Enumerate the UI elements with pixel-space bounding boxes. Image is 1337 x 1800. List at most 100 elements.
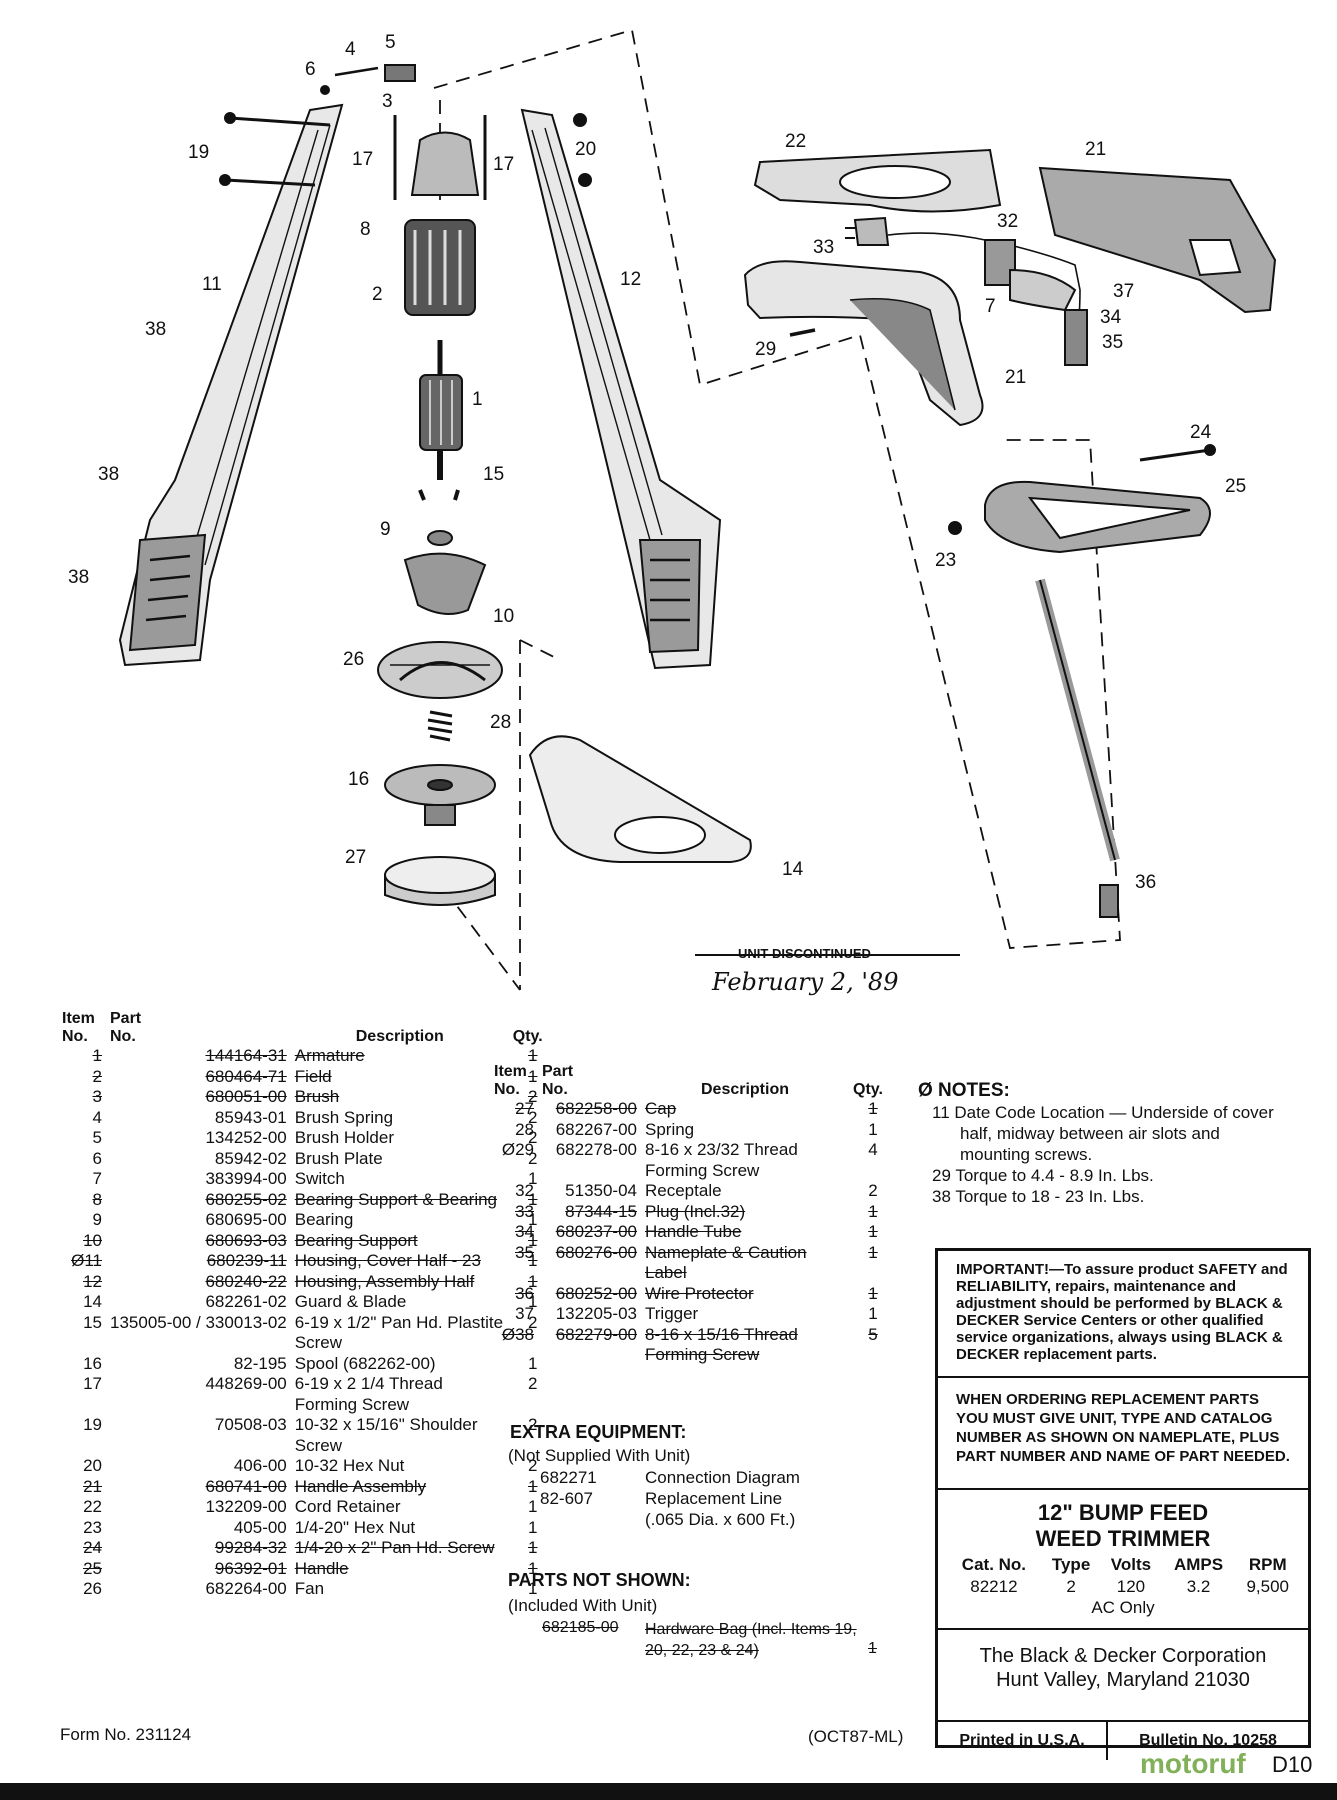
callout: 25: [1225, 476, 1246, 497]
cell-desc: Cap: [645, 1099, 677, 1118]
spec-value: 82212: [970, 1577, 1018, 1596]
cell-part: 682267-00: [555, 1119, 637, 1139]
cell-item: 16: [83, 1353, 102, 1373]
cell-desc: Brush: [294, 1087, 340, 1106]
page-code: D10: [1272, 1752, 1313, 1777]
note-line: mounting screws.: [960, 1145, 1093, 1164]
cell-part: 682264-00: [205, 1579, 287, 1598]
spec-value: 2: [1066, 1577, 1076, 1596]
notes-title: Ø NOTES:: [918, 1080, 1010, 1101]
callout: 21: [1085, 139, 1106, 160]
cell-desc: Nameplate & Caution Label: [645, 1242, 807, 1283]
cell-item: 35: [515, 1242, 534, 1262]
company-address: Hunt Valley, Maryland 21030: [996, 1669, 1250, 1691]
cell-desc: Bearing Support & Bearing: [294, 1189, 498, 1209]
callout: 2: [372, 284, 383, 305]
cell-qty: 1: [528, 1353, 538, 1373]
info-box: IMPORTANT!—To assure product SAFETY and …: [935, 1248, 1311, 1760]
cell-part: 85943-01: [214, 1107, 287, 1127]
cell-item: 19: [83, 1415, 102, 1434]
callout: 8: [360, 219, 371, 240]
cell-part: 135005-00 / 330013-02: [110, 1312, 287, 1332]
cell-item: Ø38: [501, 1324, 534, 1344]
product-title-1: 12" BUMP FEED: [1037, 1500, 1209, 1525]
spec-value: 3.2: [1186, 1577, 1211, 1596]
cell-qty: 1: [868, 1099, 878, 1118]
callout: 9: [380, 519, 391, 540]
callout: 16: [348, 769, 369, 790]
cell-item: 9: [92, 1210, 102, 1229]
extra-equipment-desc: Replacement Line: [645, 1489, 783, 1508]
cell-desc: 10-32 x 15/16" Shoulder Screw: [294, 1415, 478, 1455]
parts-not-shown-subtitle: (Included With Unit): [508, 1596, 658, 1615]
cell-item: 3: [92, 1087, 102, 1106]
cell-qty: 1: [528, 1210, 538, 1229]
callout: 26: [343, 649, 364, 670]
cell-item: 27: [515, 1099, 534, 1118]
cell-desc: Brush Spring: [294, 1107, 394, 1127]
cell-part: 680693-03: [205, 1230, 287, 1250]
important-notice: IMPORTANT!—To assure product SAFETY and …: [938, 1251, 1308, 1378]
cell-desc: Trigger: [645, 1304, 699, 1323]
company-block: The Black & Decker Corporation Hunt Vall…: [938, 1630, 1308, 1722]
cell-desc: Wire Protector: [645, 1283, 754, 1303]
cell-desc: Fan: [294, 1579, 325, 1598]
extra-equipment-desc: Connection Diagram: [645, 1468, 800, 1487]
cell-desc: 6-19 x 2 1/4 Thread Forming Screw: [294, 1374, 443, 1414]
callout: 5: [385, 32, 396, 53]
cell-part: 144164-31: [205, 1046, 287, 1065]
cell-qty: 2: [528, 1374, 538, 1393]
product-block: 12" BUMP FEED WEED TRIMMER Cat. No. Type…: [938, 1490, 1308, 1630]
cell-item: 23: [83, 1517, 102, 1537]
cell-item: 32: [515, 1181, 534, 1200]
cell-qty: 1: [868, 1304, 878, 1323]
cell-part: 680255-02: [205, 1189, 287, 1209]
cell-qty: 2: [528, 1128, 538, 1147]
callout: 36: [1135, 872, 1156, 893]
cell-item: Ø11: [71, 1251, 102, 1270]
callout: 12: [620, 269, 641, 290]
cell-part: 680239-11: [206, 1251, 287, 1270]
cell-part: 82-195: [233, 1353, 287, 1373]
cell-item: 24: [83, 1538, 102, 1557]
callout: 28: [490, 712, 511, 733]
callout: 4: [345, 39, 356, 60]
spec-value: 9,500: [1246, 1577, 1290, 1596]
callout: 38: [145, 319, 166, 340]
cell-item: 26: [83, 1579, 102, 1598]
callout: 38: [68, 567, 89, 588]
cell-item: 7: [92, 1169, 102, 1188]
cell-qty: 2: [528, 1107, 538, 1127]
cell-qty: 1: [868, 1283, 878, 1303]
cell-item: 10: [83, 1230, 102, 1250]
cell-item: 1: [92, 1046, 102, 1065]
cell-item: 34: [515, 1222, 534, 1241]
callout: 7: [985, 296, 996, 317]
bulletin-number: Bulletin No. 10258: [1139, 1732, 1277, 1749]
cell-desc: 1/4-20" Hex Nut: [294, 1517, 416, 1537]
cell-qty: 2: [528, 1415, 538, 1434]
spec-label: RPM: [1248, 1555, 1287, 1574]
cell-part: 87344-15: [565, 1201, 637, 1221]
cell-qty: 1: [528, 1251, 538, 1270]
